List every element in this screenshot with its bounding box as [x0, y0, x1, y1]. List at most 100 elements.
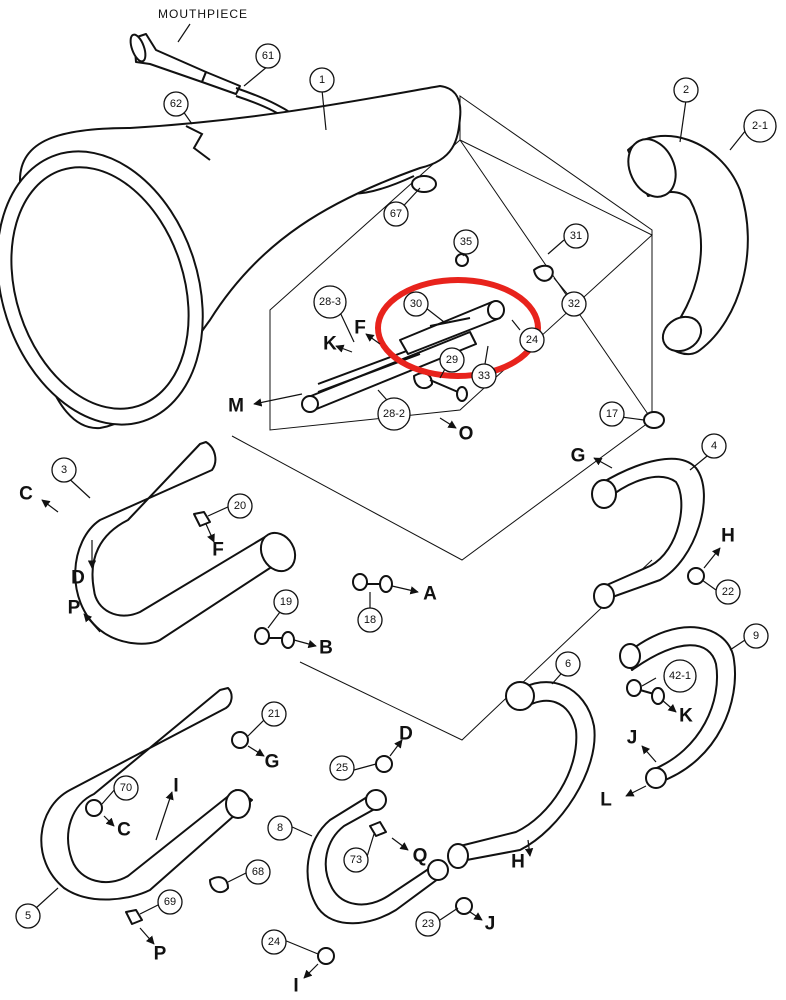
callout-label: 4: [711, 440, 717, 452]
callout-35: 35: [453, 229, 479, 255]
outline-lower: [299, 559, 653, 741]
callout-circle: [561, 291, 587, 317]
callout-68: 68: [245, 859, 271, 885]
connector-label: L: [600, 790, 612, 811]
connector-C: C: [19, 484, 33, 505]
connector-H: H: [511, 852, 525, 873]
callout-circle: [343, 847, 369, 873]
connector-G: G: [571, 446, 586, 467]
callout-label: 68: [252, 866, 264, 878]
callout-28-3: 28-3: [313, 285, 347, 319]
callout-label: 3: [61, 464, 67, 476]
callout-24: 24: [519, 327, 545, 353]
connector-C: C: [117, 820, 131, 841]
mouthpiece-leader: [177, 23, 191, 43]
callout-label: 62: [170, 98, 182, 110]
callout-3: 3: [51, 457, 77, 483]
connector-label: G: [265, 752, 280, 773]
callout-67: 67: [383, 201, 409, 227]
part-2-bow: [627, 134, 749, 356]
callout-1: 1: [309, 67, 335, 93]
callout-label: 24: [526, 334, 538, 346]
connector-arrows: [41, 333, 721, 979]
callout-circle: [15, 903, 41, 929]
connector-label: J: [627, 728, 638, 749]
part-30-rotor: [399, 300, 505, 355]
connector-A: A: [423, 584, 437, 605]
connector-label: K: [323, 334, 337, 355]
part-73: [369, 821, 387, 837]
callout-label: 22: [722, 586, 734, 598]
highlight-ring: [375, 277, 541, 379]
part-42-1-stopper: [626, 679, 665, 705]
part-5-utube: [40, 687, 253, 901]
connector-label: C: [19, 484, 33, 505]
connector-label: D: [71, 568, 85, 589]
callout-2: 2: [673, 77, 699, 103]
callout-circle: [743, 109, 777, 143]
callout-label: 1: [319, 74, 325, 86]
part-22-cap: [687, 567, 705, 585]
connector-G: G: [265, 752, 280, 773]
callout-circle: [555, 651, 581, 677]
callout-circle: [227, 493, 253, 519]
callout-circle: [599, 401, 625, 427]
part-69: [125, 909, 143, 925]
connector-label: O: [459, 424, 474, 445]
callout-label: 67: [390, 208, 402, 220]
callout-circle: [673, 77, 699, 103]
part-21-cap: [231, 731, 249, 749]
connector-label: M: [228, 396, 244, 417]
part-68-cap: [209, 876, 229, 894]
connector-label: Q: [413, 846, 428, 867]
callout-label: 18: [364, 614, 376, 626]
callout-circle: [715, 579, 741, 605]
connector-I: I: [173, 776, 178, 797]
callout-label: 35: [460, 236, 472, 248]
part-8-utube: [306, 793, 443, 925]
callout-label: 29: [446, 354, 458, 366]
connector-label: P: [68, 598, 81, 619]
connector-label: F: [354, 318, 366, 339]
callout-label: 70: [120, 782, 132, 794]
callout-2-1: 2-1: [743, 109, 777, 143]
part-67-cap: [411, 175, 437, 193]
connector-L: L: [600, 790, 612, 811]
connector-M: M: [228, 396, 244, 417]
callout-circle: [313, 285, 347, 319]
callout-label: 33: [478, 370, 490, 382]
connector-P: P: [154, 944, 167, 965]
part-23-cap: [455, 897, 473, 915]
callout-23: 23: [415, 911, 441, 937]
connector-K: K: [679, 706, 693, 727]
connector-Q: Q: [413, 846, 428, 867]
callout-label: 28-2: [383, 408, 405, 420]
callout-19: 19: [273, 589, 299, 615]
connector-label: I: [293, 976, 298, 997]
callout-circle: [245, 859, 271, 885]
callout-circle: [357, 607, 383, 633]
callout-circle: [273, 589, 299, 615]
callout-17: 17: [599, 401, 625, 427]
callout-6: 6: [555, 651, 581, 677]
connector-label: H: [721, 526, 735, 547]
callout-circle: [453, 229, 479, 255]
mouthpiece-part: [129, 33, 241, 95]
connector-label: I: [173, 776, 178, 797]
part-70-cap: [85, 799, 103, 817]
callout-42-1: 42-1: [663, 659, 697, 693]
part-18-stopper: [352, 573, 393, 593]
outline-middle: [231, 419, 653, 561]
callout-circle: [329, 755, 355, 781]
callout-circle: [51, 457, 77, 483]
callout-label: 2: [683, 84, 689, 96]
connector-label: D: [399, 724, 413, 745]
callout-circle: [255, 43, 281, 69]
callout-24: 24: [261, 929, 287, 955]
bell-part: [0, 85, 462, 430]
outline-valve-box: [269, 139, 653, 431]
connector-J: J: [627, 728, 638, 749]
callout-30: 30: [403, 291, 429, 317]
callout-label: 31: [570, 230, 582, 242]
